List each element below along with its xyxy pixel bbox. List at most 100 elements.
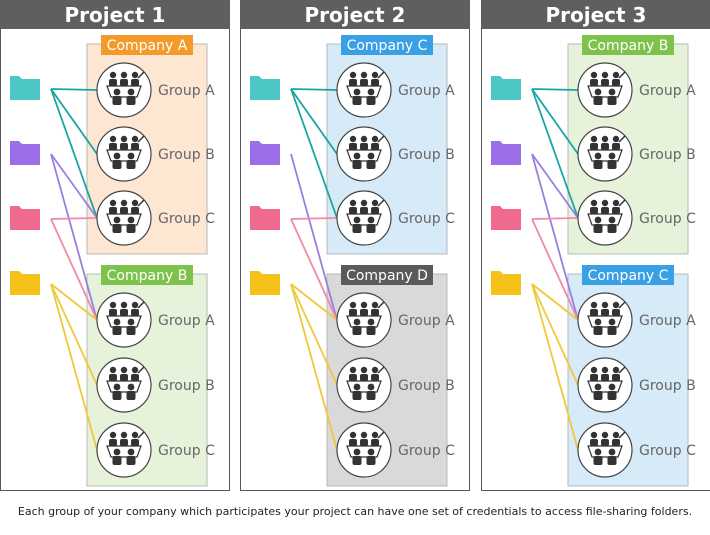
meeting-group-icon <box>96 62 152 118</box>
meeting-group-icon <box>336 190 392 246</box>
company-label-bg <box>582 265 674 285</box>
connection-line <box>531 153 579 321</box>
group-item[interactable]: Group A <box>336 62 455 118</box>
company-label: Company B <box>107 268 188 284</box>
group-item[interactable]: Group B <box>577 126 696 182</box>
group-item[interactable]: Group A <box>96 292 215 348</box>
group-label: Group C <box>398 443 455 459</box>
company-label: Company B <box>588 38 669 54</box>
meeting-group-icon <box>336 62 392 118</box>
connection-line <box>531 217 579 220</box>
folder-icon[interactable] <box>10 141 40 165</box>
folder-icon[interactable] <box>250 271 280 295</box>
group-label: Group A <box>398 83 455 99</box>
connection-line <box>50 283 98 321</box>
folder-icon[interactable] <box>10 206 40 230</box>
group-item[interactable]: Group C <box>336 422 455 478</box>
group-item[interactable]: Group A <box>96 62 215 118</box>
meeting-group-icon <box>336 422 392 478</box>
group-label: Group A <box>158 313 215 329</box>
meeting-group-icon <box>96 190 152 246</box>
folder-icon[interactable] <box>491 206 521 230</box>
caption: Each group of your company which partici… <box>17 505 693 518</box>
connection-lines <box>531 88 579 451</box>
connection-line <box>531 283 579 451</box>
company-label-bg <box>341 35 433 55</box>
group-label: Group A <box>398 313 455 329</box>
project-panel-1: Project 1 Company A Company B Group A Group … <box>0 0 230 491</box>
group-item[interactable]: Group B <box>577 357 696 413</box>
group-label: Group C <box>158 443 215 459</box>
connection-lines <box>290 88 338 451</box>
meeting-group-icon <box>577 292 633 348</box>
meeting-group-icon <box>336 126 392 182</box>
group-label: Group C <box>398 211 455 227</box>
folder-icon[interactable] <box>10 76 40 100</box>
project-title: Project 3 <box>546 3 647 27</box>
group-item[interactable]: Group A <box>336 292 455 348</box>
meeting-group-icon <box>96 357 152 413</box>
connection-line <box>50 218 98 321</box>
connection-line <box>531 88 579 155</box>
connection-line <box>50 88 98 219</box>
connection-line <box>50 88 98 91</box>
folder-icon[interactable] <box>491 271 521 295</box>
meeting-group-icon <box>577 357 633 413</box>
group-item[interactable]: Group B <box>336 126 455 182</box>
folder-icon[interactable] <box>491 76 521 100</box>
connection-line <box>290 217 338 220</box>
folder-icon[interactable] <box>10 271 40 295</box>
company-label: Company C <box>347 38 428 54</box>
connection-line <box>290 218 338 321</box>
connection-line <box>290 88 338 91</box>
folder-icon[interactable] <box>491 141 521 165</box>
connection-line <box>531 218 579 321</box>
meeting-group-icon <box>577 190 633 246</box>
group-item[interactable]: Group C <box>577 190 696 246</box>
company-label: Company A <box>107 38 188 54</box>
group-item[interactable]: Group C <box>577 422 696 478</box>
group-label: Group C <box>639 443 696 459</box>
group-item[interactable]: Group C <box>336 190 455 246</box>
connection-line <box>290 153 338 321</box>
connection-line <box>290 283 338 451</box>
project-title: Project 1 <box>65 3 166 27</box>
folder-icon[interactable] <box>250 206 280 230</box>
group-item[interactable]: Group C <box>96 190 215 246</box>
company-label: Company D <box>346 268 428 284</box>
group-label: Group C <box>158 211 215 227</box>
connection-line <box>290 283 338 321</box>
group-item[interactable]: Group A <box>577 62 696 118</box>
group-label: Group B <box>398 147 455 163</box>
group-item[interactable]: Group B <box>96 357 215 413</box>
group-label: Group B <box>398 378 455 394</box>
group-label: Group B <box>639 378 696 394</box>
group-label: Group B <box>158 147 215 163</box>
group-item[interactable]: Group B <box>96 126 215 182</box>
meeting-group-icon <box>96 126 152 182</box>
connection-line <box>50 153 98 321</box>
folder-icon[interactable] <box>250 141 280 165</box>
meeting-group-icon <box>336 292 392 348</box>
group-label: Group A <box>639 313 696 329</box>
project-panel-2: Project 2 Company C Company D Group A Group … <box>240 0 470 491</box>
group-item[interactable]: Group B <box>336 357 455 413</box>
group-item[interactable]: Group C <box>96 422 215 478</box>
group-label: Group A <box>158 83 215 99</box>
connection-line <box>50 283 98 451</box>
connection-line <box>50 283 98 386</box>
connection-line <box>50 153 98 219</box>
project-panel-3: Project 3 Company B Company C Group A Group … <box>481 0 710 491</box>
company-label: Company C <box>588 268 669 284</box>
connection-line <box>290 283 338 386</box>
project-title: Project 2 <box>305 3 406 27</box>
folder-icon[interactable] <box>250 76 280 100</box>
group-label: Group B <box>639 147 696 163</box>
project-header <box>481 0 710 29</box>
connection-lines <box>50 88 98 451</box>
connection-line <box>531 88 579 91</box>
group-item[interactable]: Group A <box>577 292 696 348</box>
group-label: Group B <box>158 378 215 394</box>
meeting-group-icon <box>336 357 392 413</box>
meeting-group-icon <box>577 126 633 182</box>
